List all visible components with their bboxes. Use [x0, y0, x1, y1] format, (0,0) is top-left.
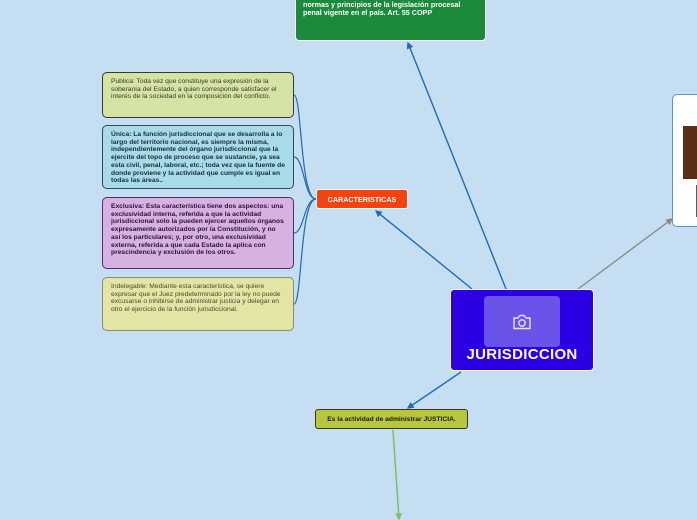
camera-icon [512, 314, 532, 330]
characteristics-node[interactable]: CARACTERISTICAS [316, 189, 408, 209]
link-main-to-definition [408, 372, 461, 408]
definition-label: Es la actividad de administrar JUSTICIA. [327, 416, 456, 423]
top-definition-node[interactable]: hechos punibles, siempre con arreglo a l… [295, 0, 486, 41]
characteristic-card-publica[interactable]: Publica: Toda vez que constituye una exp… [102, 72, 294, 118]
characteristic-text-exclusiva: Exclusiva: Esta característica tiene dos… [111, 203, 284, 256]
bracket-unica [294, 157, 316, 199]
characteristics-label: CARACTERISTICAS [328, 195, 397, 204]
main-topic-node[interactable]: JURISDICCION [450, 289, 594, 371]
characteristic-card-indelegable[interactable]: Indelegable: Mediante esta característic… [102, 277, 294, 331]
characteristic-text-publica: Publica: Toda vez que constituye una exp… [111, 78, 276, 100]
link-main-to-right [578, 219, 672, 289]
characteristic-text-unica: Única: La función jurisdiccional que se … [111, 131, 285, 184]
characteristic-text-indelegable: Indelegable: Mediante esta característic… [111, 283, 281, 313]
bracket-publica [294, 95, 316, 199]
image-node-partial[interactable] [672, 94, 697, 227]
link-main-to-top [408, 43, 506, 289]
top-definition-text: hechos punibles, siempre con arreglo a l… [303, 0, 460, 17]
image-placeholder[interactable] [484, 296, 560, 347]
definition-node[interactable]: Es la actividad de administrar JUSTICIA. [315, 409, 468, 429]
characteristic-card-exclusiva[interactable]: Exclusiva: Esta característica tiene dos… [102, 197, 294, 269]
main-topic-title: JURISDICCION [451, 346, 593, 363]
characteristic-card-unica[interactable]: Única: La función jurisdiccional que se … [102, 125, 294, 189]
link-definition-to-below [393, 430, 399, 519]
book-thumbnail [683, 126, 697, 179]
link-main-to-characteristics [376, 211, 472, 289]
